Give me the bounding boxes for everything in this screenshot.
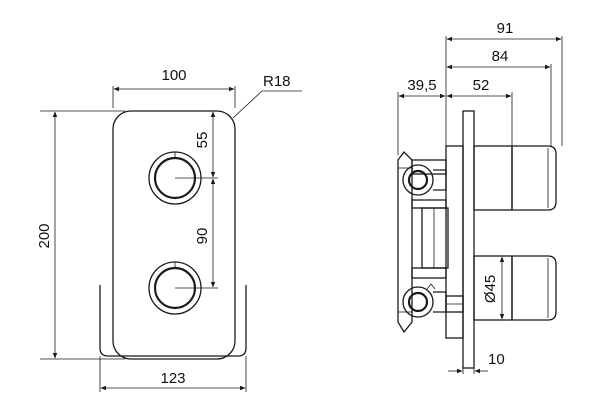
dim-height-label: 200 (36, 223, 53, 248)
wall-plate (462, 110, 475, 369)
dim-knob-offset-label: 55 (194, 132, 211, 149)
front-view: 100 R18 200 55 90 12 (36, 67, 302, 392)
dim-depth: 84 (446, 48, 552, 146)
dim-knob-spacing: 90 (194, 178, 216, 288)
lower-knob-side (473, 255, 557, 321)
dim-total-depth-label: 91 (497, 20, 514, 37)
side-view: 91 84 39,5 52 Ø45 (397, 20, 563, 374)
dim-total-depth: 91 (445, 20, 563, 146)
dim-depth-label: 84 (492, 48, 509, 65)
dim-knob-depth: 52 (446, 77, 513, 146)
dim-width-top-label: 100 (161, 67, 186, 84)
lower-inlet-fitting (402, 283, 447, 318)
dim-knob-spacing-label: 90 (194, 228, 211, 245)
dim-back: 39,5 (397, 77, 446, 155)
upper-knob (148, 151, 218, 205)
dim-radius-label: R18 (263, 73, 291, 90)
upper-inlet-fitting (402, 164, 447, 196)
valve-body (411, 145, 464, 339)
wall-box-outline (99, 285, 247, 357)
cover-plate (112, 110, 236, 360)
dim-plate: 10 (448, 351, 505, 374)
dim-knob-offset: 55 (194, 111, 216, 178)
dim-knob-depth-label: 52 (473, 77, 490, 94)
upper-knob-side (473, 145, 557, 211)
dim-width-bottom: 123 (99, 356, 247, 392)
dim-width-top: 100 (112, 67, 236, 108)
lower-knob (148, 261, 218, 315)
dim-radius: R18 (232, 73, 302, 119)
dim-width-bottom-label: 123 (160, 370, 185, 387)
dim-knob-diameter-label: Ø45 (482, 275, 499, 303)
dim-knob-diameter: Ø45 (482, 256, 505, 320)
dim-plate-label: 10 (488, 351, 505, 368)
dim-height: 200 (36, 110, 125, 360)
dim-back-label: 39,5 (407, 77, 436, 94)
